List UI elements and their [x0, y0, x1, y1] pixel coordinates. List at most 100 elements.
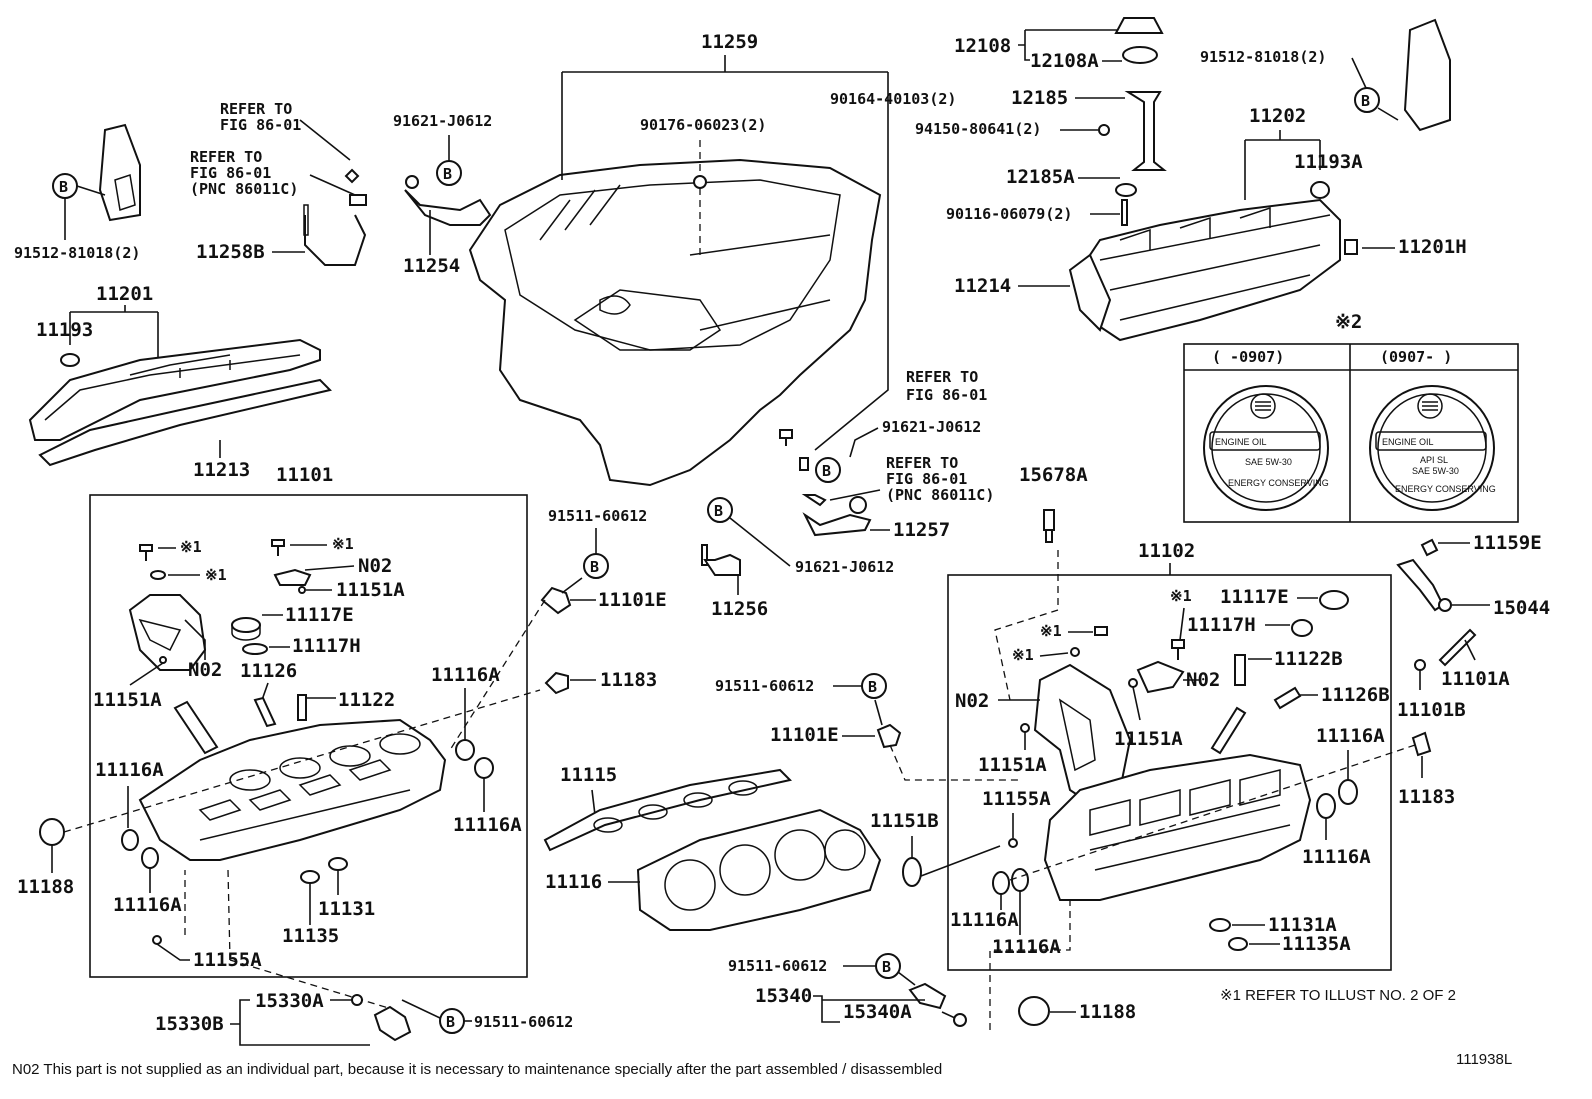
bracket-11256 — [703, 553, 741, 576]
bolt-11101A — [1438, 628, 1477, 667]
svg-text:N02: N02 — [188, 659, 222, 681]
svg-text:SAE 5W-30: SAE 5W-30 — [1245, 457, 1292, 467]
label-11259: 11259 — [701, 31, 758, 53]
svg-text:B: B — [59, 178, 68, 196]
label-91511d: 91511-60612 — [728, 957, 827, 975]
gasket-11214 — [1068, 253, 1112, 332]
label-11201H: 11201H — [1398, 236, 1467, 258]
label-11116: 11116 — [545, 871, 602, 893]
label-11117H-l: 11117H — [292, 635, 361, 657]
label-11126B: 11126B — [1321, 684, 1390, 706]
label-11131A: 11131A — [1268, 914, 1337, 936]
plug-11193 — [60, 353, 80, 367]
label-11188-r: 11188 — [1079, 1001, 1136, 1023]
cap-range-right: (0907- ) — [1380, 348, 1452, 366]
head-cover-rh — [1078, 198, 1341, 342]
sensor-15330 — [373, 1005, 412, 1042]
label-11117H-r: 11117H — [1187, 614, 1256, 636]
svg-text:ENERGY CONSERVING: ENERGY CONSERVING — [1228, 478, 1329, 488]
label-91512a: 91512-81018(2) — [14, 244, 140, 262]
svg-text:SAE 5W-30: SAE 5W-30 — [1412, 466, 1459, 476]
label-12185A: 12185A — [1006, 166, 1075, 188]
label-15340A: 15340A — [843, 1001, 912, 1023]
label-11135A: 11135A — [1282, 933, 1351, 955]
label-15340: 15340 — [755, 985, 812, 1007]
bracket-11257 — [802, 512, 872, 537]
label-91512b: 91512-81018(2) — [1200, 48, 1326, 66]
label-15330A: 15330A — [255, 990, 324, 1012]
label-11258B: 11258B — [196, 241, 265, 263]
label-11188-l: 11188 — [17, 876, 74, 898]
svg-text:※1: ※1 — [205, 566, 227, 584]
gasket-11213 — [38, 378, 332, 467]
box-11101 — [89, 494, 528, 978]
label-91621b: 91621-J0612 — [882, 418, 981, 436]
bolt-11101E-mid — [876, 723, 902, 749]
label-11155A-r: 11155A — [982, 788, 1051, 810]
illustration-code: 111938L — [1456, 1051, 1512, 1068]
label-11155A-l: 11155A — [193, 949, 262, 971]
label-91621c: 91621-J0612 — [795, 558, 894, 576]
oil-cap-12108 — [1114, 17, 1164, 34]
label-11116A-8: 11116A — [992, 936, 1061, 958]
label-11202: 11202 — [1249, 105, 1306, 127]
label-11151B: 11151B — [870, 810, 939, 832]
label-11131: 11131 — [318, 898, 375, 920]
svg-text:※1: ※1 — [1040, 622, 1062, 640]
oil-cap-inset — [1183, 343, 1519, 523]
oil-cap-icon-left: ENGINE OIL SAE 5W-30 ENERGY CONSERVING — [1203, 385, 1329, 511]
plug-11183-left — [544, 671, 569, 695]
svg-text:B: B — [590, 558, 599, 576]
label-11257: 11257 — [893, 519, 950, 541]
label-90176: 90176-06023(2) — [640, 116, 766, 134]
label-11101E-l: 11101E — [598, 589, 667, 611]
label-11183-l: 11183 — [600, 669, 657, 691]
label-11193: 11193 — [36, 319, 93, 341]
label-11256: 11256 — [711, 598, 768, 620]
seal-11151B — [902, 857, 922, 887]
label-12108: 12108 — [954, 35, 1011, 57]
label-11193A: 11193A — [1294, 151, 1363, 173]
label-11101E-m: 11101E — [770, 724, 839, 746]
grommet-icon — [405, 175, 419, 189]
svg-text:※1: ※1 — [332, 535, 354, 553]
svg-text:※1: ※1 — [1012, 646, 1034, 664]
cylinder-head-lh — [138, 718, 447, 861]
svg-text:B: B — [1361, 92, 1370, 110]
label-N02-d: N02 — [1186, 669, 1220, 691]
label-11201: 11201 — [96, 283, 153, 305]
label-11213: 11213 — [193, 459, 250, 481]
label-11116A-1: 11116A — [431, 664, 500, 686]
label-11151A-c: 11151A — [978, 754, 1047, 776]
svg-text:※2: ※2 — [1335, 311, 1362, 333]
label-11159E: 11159E — [1473, 532, 1542, 554]
svg-text:REFER TO: REFER TO — [886, 454, 958, 472]
bracket-11258B — [304, 214, 367, 266]
label-N02-c: N02 — [955, 690, 989, 712]
svg-text:ENGINE OIL: ENGINE OIL — [1382, 437, 1434, 447]
label-11101A: 11101A — [1441, 668, 1510, 690]
svg-text:REFER TO: REFER TO — [906, 368, 978, 386]
label-91621a: 91621-J0612 — [393, 112, 492, 130]
svg-text:B: B — [443, 165, 452, 183]
label-11101: 11101 — [276, 464, 333, 486]
label-12108A: 12108A — [1030, 50, 1099, 72]
svg-text:REFER TO: REFER TO — [220, 100, 292, 118]
svg-text:FIG 86-01: FIG 86-01 — [886, 470, 967, 488]
footnote: N02 This part is not supplied as an indi… — [12, 1061, 942, 1078]
label-11151A-b: 11151A — [93, 689, 162, 711]
sensor-15678A — [1043, 509, 1055, 543]
oil-cap-icon-right: ENGINE OIL API SL SAE 5W-30 ENERGY CONSE… — [1369, 385, 1496, 511]
label-11116A-4: 11116A — [113, 894, 182, 916]
label-11115: 11115 — [560, 764, 617, 786]
label-90164: 90164-40103(2) — [830, 90, 956, 108]
svg-text:FIG 86-01: FIG 86-01 — [220, 116, 301, 134]
label-11122: 11122 — [338, 689, 395, 711]
plug-11188-rh — [1018, 996, 1050, 1026]
note-refer-illust: ※1 REFER TO ILLUST NO. 2 OF 2 — [1220, 987, 1456, 1004]
svg-text:FIG 86-01: FIG 86-01 — [190, 164, 271, 182]
svg-text:REFER TO: REFER TO — [190, 148, 262, 166]
filler-pipe-12185 — [1124, 91, 1167, 171]
label-11116A-6: 11116A — [1302, 846, 1371, 868]
